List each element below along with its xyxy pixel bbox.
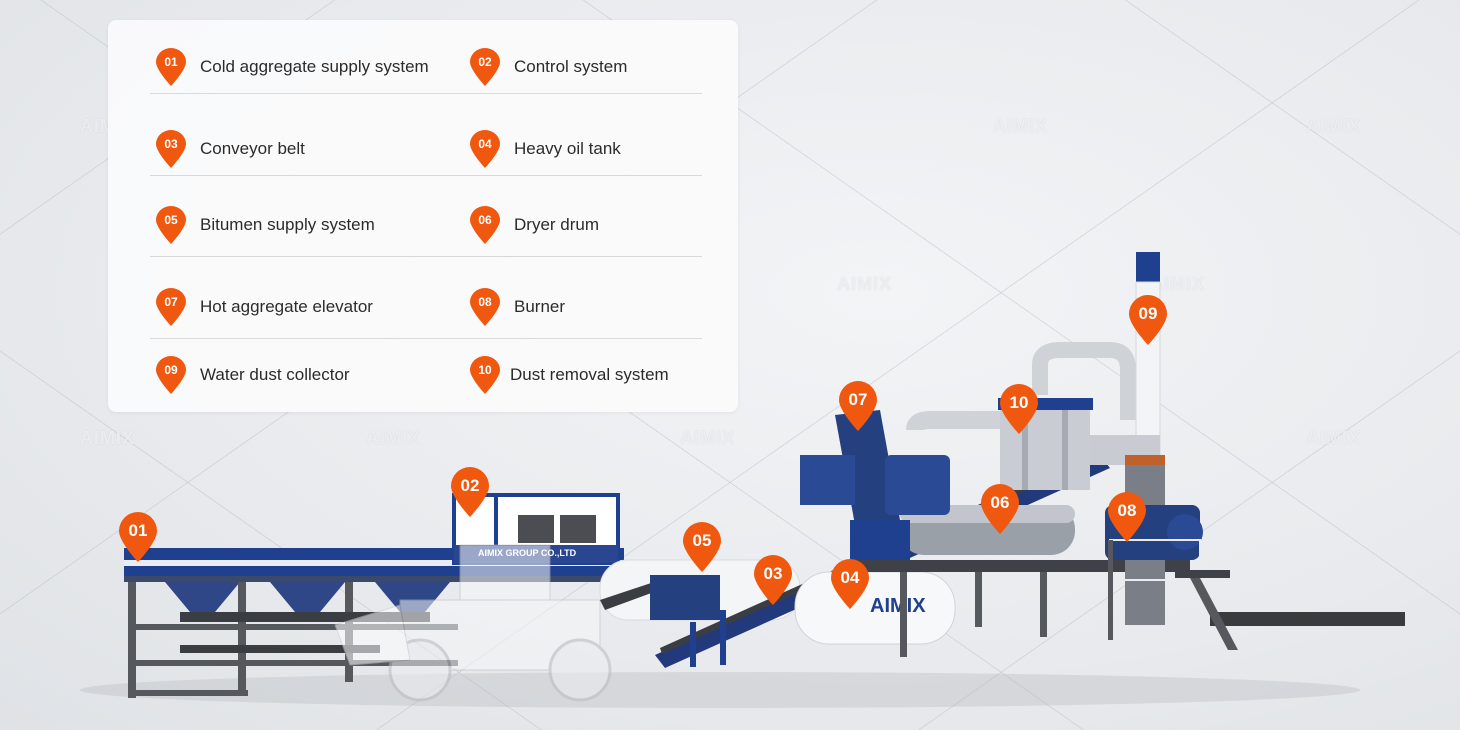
location-pin-icon: 04 xyxy=(470,130,500,168)
watermark: AIMIX xyxy=(680,428,736,448)
callout-pin-10: 10 xyxy=(1000,384,1038,434)
legend-item-heavy-oil-tank: 04 Heavy oil tank xyxy=(470,130,621,168)
location-pin-icon: 05 xyxy=(156,206,186,244)
legend-row: 01 Cold aggregate supply system 02 Contr… xyxy=(150,48,702,94)
callout-number: 05 xyxy=(692,531,712,550)
callout-pin-06: 06 xyxy=(981,484,1019,534)
location-pin-icon: 06 xyxy=(470,206,500,244)
location-pin-icon: 08 xyxy=(470,288,500,326)
legend-row: 09 Water dust collector 10 Dust removal … xyxy=(150,356,702,402)
hot-aggregate-elevator xyxy=(800,410,950,560)
callout-number: 10 xyxy=(1009,393,1029,412)
callout-number: 04 xyxy=(840,568,860,587)
dryer-drum xyxy=(860,505,1190,657)
location-pin-icon: 03 xyxy=(156,130,186,168)
legend-item-water-dust-collector: 09 Water dust collector xyxy=(156,356,350,394)
location-pin-icon: 09 xyxy=(156,356,186,394)
legend-row: 03 Conveyor belt 04 Heavy oil tank xyxy=(150,130,702,176)
watermark: AIMIX xyxy=(837,274,893,294)
callout-number: 07 xyxy=(848,390,868,409)
callout-number: 01 xyxy=(128,521,148,540)
watermark: AIMIX xyxy=(366,428,422,448)
callout-number: 09 xyxy=(1138,304,1158,323)
callout-pin-03: 03 xyxy=(754,555,792,605)
legend-item-hot-aggregate-elevator: 07 Hot aggregate elevator xyxy=(156,288,373,326)
callout-pin-05: 05 xyxy=(683,522,721,572)
legend-item-dust-removal-system: 10 Dust removal system xyxy=(470,356,669,394)
watermark: AIMIX xyxy=(1150,274,1206,294)
location-pin-icon: 02 xyxy=(470,48,500,86)
callout-pin-04: 04 xyxy=(831,559,869,609)
legend-item-control-system: 02 Control system xyxy=(470,48,627,86)
callout-pin-09: 09 xyxy=(1129,295,1167,345)
watermark: AIMIX xyxy=(1306,116,1362,136)
location-pin-icon: 01 xyxy=(156,48,186,86)
legend-item-bitumen-supply-system: 05 Bitumen supply system xyxy=(156,206,375,244)
callout-pin-01: 01 xyxy=(119,512,157,562)
callout-number: 08 xyxy=(1117,501,1137,520)
legend-item-cold-aggregate-supply-system: 01 Cold aggregate supply system xyxy=(156,48,429,86)
watermark: AIMIX xyxy=(993,116,1049,136)
callout-pin-02: 02 xyxy=(451,467,489,517)
watermark: AIMIX xyxy=(1306,428,1362,448)
callout-pin-07: 07 xyxy=(839,381,877,431)
location-pin-icon: 10 xyxy=(470,356,500,394)
legend-row: 07 Hot aggregate elevator 08 Burner xyxy=(150,288,702,339)
legend-panel: 01 Cold aggregate supply system 02 Contr… xyxy=(108,20,738,412)
callout-number: 06 xyxy=(990,493,1010,512)
svg-text:AIMIX: AIMIX xyxy=(870,595,926,617)
location-pin-icon: 07 xyxy=(156,288,186,326)
legend-item-burner: 08 Burner xyxy=(470,288,565,326)
legend-item-conveyor-belt: 03 Conveyor belt xyxy=(156,130,305,168)
loader-ghost xyxy=(334,544,612,702)
legend-item-dryer-drum: 06 Dryer drum xyxy=(470,206,599,244)
callout-number: 03 xyxy=(763,564,783,583)
callout-pin-08: 08 xyxy=(1108,492,1146,542)
watermark: AIMIX xyxy=(80,428,136,448)
heavy-oil-tank: AIMIX xyxy=(794,571,956,645)
company-name-plate: AIMIX GROUP CO.,LTD xyxy=(478,548,577,558)
callout-number: 02 xyxy=(460,476,480,495)
legend-row: 05 Bitumen supply system 06 Dryer drum xyxy=(150,206,702,257)
